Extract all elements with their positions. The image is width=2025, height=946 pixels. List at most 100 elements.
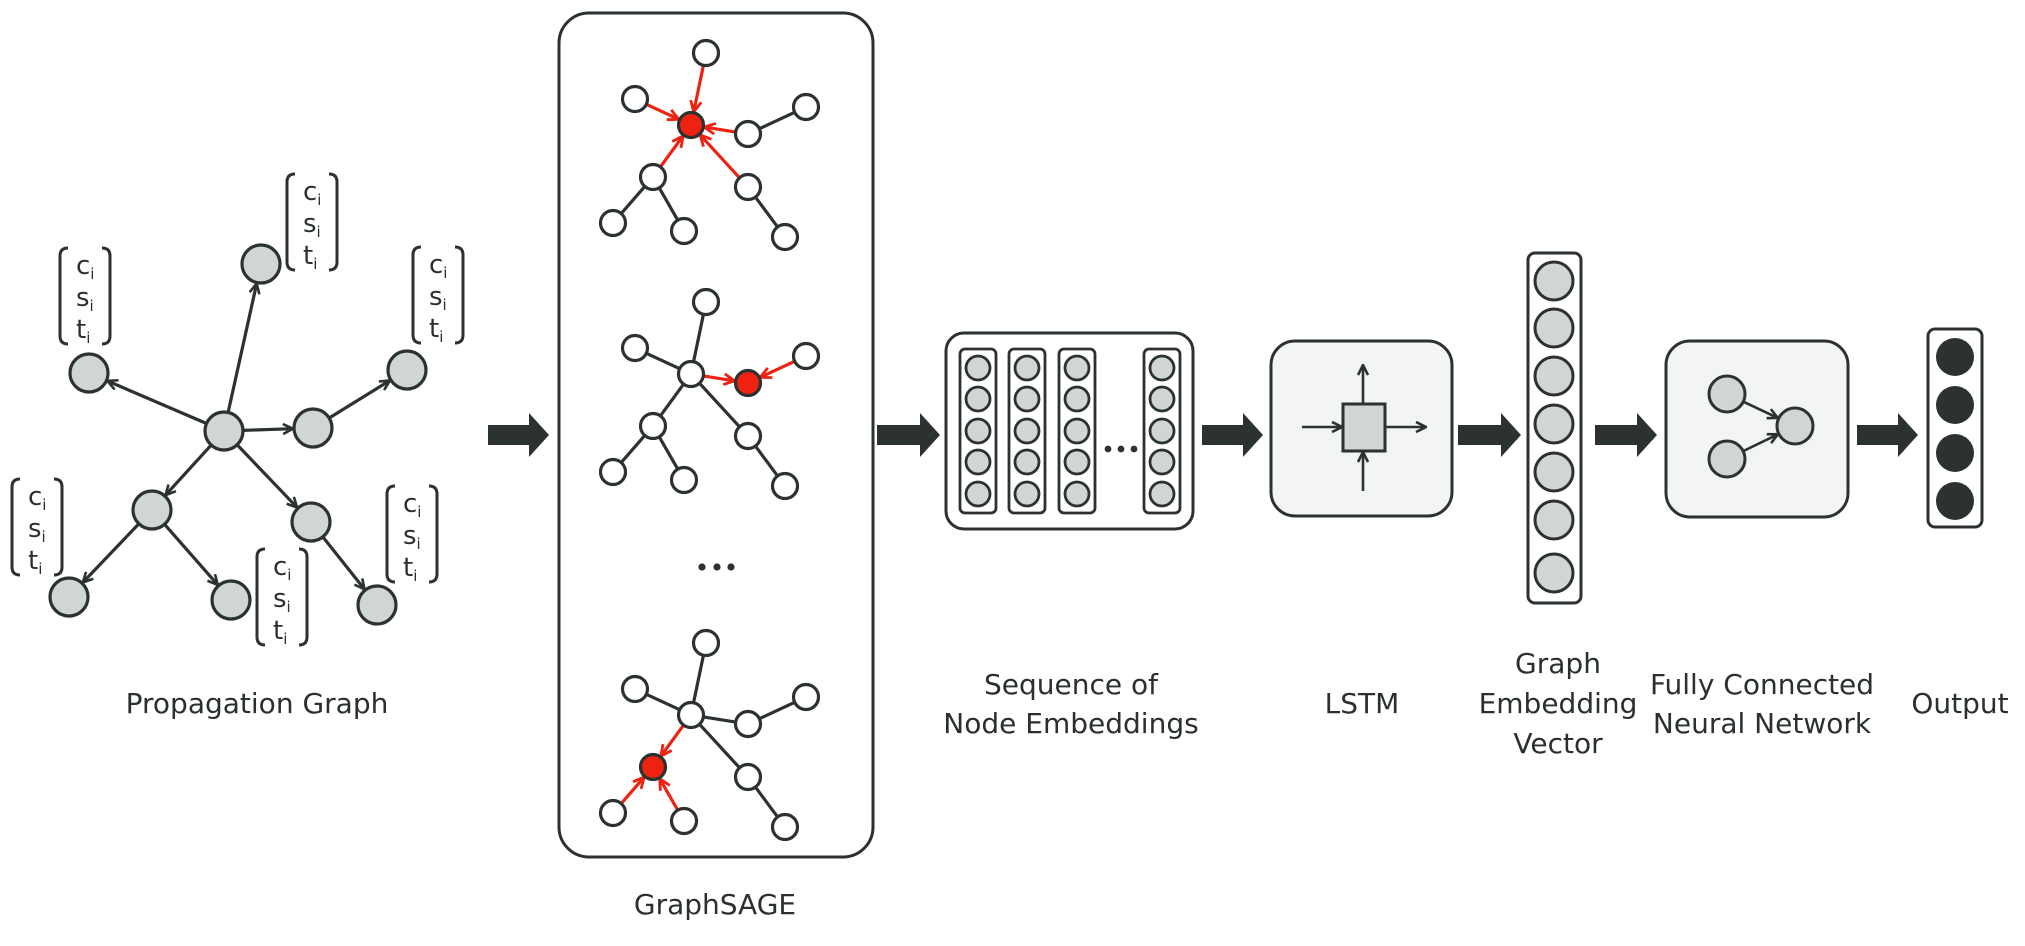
propagation-node	[210, 579, 252, 621]
graph-node	[733, 119, 763, 149]
graph-vector-unit	[1533, 355, 1575, 397]
bracket-right	[101, 246, 112, 346]
label-propagation-graph: Propagation Graph	[126, 687, 389, 720]
fc-input-neuron	[1707, 374, 1747, 414]
flow-arrow	[1202, 413, 1263, 457]
graph-vector-unit	[1533, 552, 1575, 594]
propagation-edge	[107, 381, 208, 425]
graph-node	[691, 38, 721, 68]
feature-c: ci	[28, 482, 46, 514]
graph-edge	[758, 110, 796, 131]
embedding-unit	[1063, 480, 1091, 508]
bracket-left	[385, 484, 396, 584]
fully-connected-block	[1664, 339, 1850, 519]
bracket-left	[58, 246, 69, 346]
embedding-unit	[1148, 385, 1176, 413]
feature-s: si	[273, 584, 291, 616]
feature-s: si	[403, 521, 421, 553]
graph-node	[620, 84, 650, 114]
flow-arrow	[1595, 413, 1657, 457]
graph-edge	[659, 383, 685, 417]
feature-t: ti	[28, 546, 42, 578]
target-node	[638, 752, 668, 782]
graph-edge	[698, 382, 741, 428]
graph-edge	[758, 700, 796, 721]
message-edge	[694, 64, 706, 112]
message-edge	[704, 127, 736, 132]
graphsage-step-1	[598, 38, 821, 252]
message-edge	[760, 359, 796, 377]
target-node	[676, 110, 706, 140]
feature-c: ci	[429, 250, 447, 282]
output-unit	[1936, 434, 1974, 472]
graph-edge	[619, 185, 647, 215]
embedding-unit	[1013, 385, 1041, 413]
label-graph-embedding-line3: Vector	[1513, 727, 1603, 760]
message-edge	[645, 102, 678, 119]
stage-labels: Propagation Graph GraphSAGE Sequence of …	[126, 647, 2009, 921]
graphsage-frame	[557, 11, 875, 859]
target-node	[733, 368, 763, 398]
embedding-unit	[1148, 354, 1176, 382]
graph-node	[733, 172, 763, 202]
graph-edge	[754, 445, 779, 477]
output-unit	[1936, 482, 1974, 520]
embedding-unit	[1063, 448, 1091, 476]
lstm-block	[1269, 339, 1454, 518]
propagation-node	[356, 584, 398, 626]
graph-node	[638, 162, 668, 192]
embedding-unit	[964, 417, 992, 445]
propagation-node	[240, 243, 282, 285]
message-edge	[700, 135, 741, 179]
embedding-unit	[1148, 417, 1176, 445]
output-unit	[1936, 386, 1974, 424]
bracket-left	[285, 172, 296, 272]
flow-arrow	[877, 413, 940, 457]
graph-edge	[754, 786, 779, 818]
embedding-unit	[1148, 480, 1176, 508]
graph-node	[620, 333, 650, 363]
graph-edge	[691, 313, 706, 363]
graph-node	[620, 674, 650, 704]
propagation-node	[290, 501, 332, 543]
graph-vector-unit	[1533, 403, 1575, 445]
embedding-column	[958, 347, 998, 515]
label-output: Output	[1911, 687, 2008, 720]
feature-t: ti	[273, 616, 287, 648]
graph-node	[598, 457, 628, 487]
propagation-edge	[83, 522, 141, 583]
graph-vector-unit	[1533, 307, 1575, 349]
embedding-unit	[964, 354, 992, 382]
graph-edge	[754, 196, 779, 228]
graph-node	[791, 92, 821, 122]
graph-edge	[645, 692, 681, 712]
output-vector	[1926, 327, 1984, 529]
graph-vector-unit	[1533, 499, 1575, 541]
label-lstm: LSTM	[1325, 687, 1400, 720]
graph-edge	[657, 187, 680, 221]
fc-frame	[1664, 339, 1850, 519]
ellipsis-dot	[727, 563, 735, 571]
label-fully-connected-line1: Fully Connected	[1650, 668, 1874, 701]
bracket-left	[411, 245, 422, 345]
graph-node	[691, 628, 721, 658]
fc-connection	[1742, 434, 1778, 453]
graph-node	[676, 700, 706, 730]
graph-node	[733, 709, 763, 739]
bracket-left	[255, 547, 266, 647]
lstm-cell	[1341, 402, 1387, 453]
ellipsis-dot	[1130, 445, 1138, 453]
propagation-node	[48, 576, 90, 618]
embedding-unit	[964, 448, 992, 476]
propagation-edge	[242, 429, 293, 431]
bracket-right	[328, 172, 339, 272]
embedding-unit	[1013, 354, 1041, 382]
graph-node	[676, 359, 706, 389]
feature-c: ci	[76, 251, 94, 283]
graph-node	[791, 682, 821, 712]
embedding-column	[1142, 347, 1182, 515]
